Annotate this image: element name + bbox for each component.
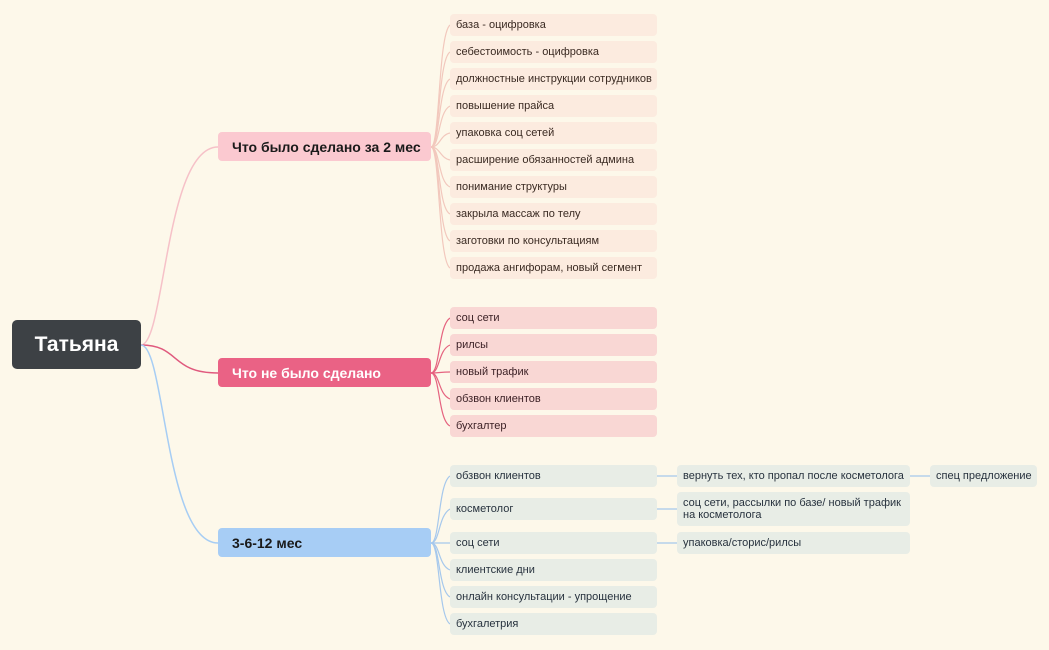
leaf-done-3[interactable]: должностные инструкции сотрудников bbox=[450, 68, 657, 90]
leaf-done-6[interactable]: расширение обязанностей админа bbox=[450, 149, 657, 171]
root-node[interactable]: Татьяна bbox=[12, 320, 141, 369]
detail-cosmetologist-traffic[interactable]: соц сети, рассылки по базе/ новый трафик… bbox=[677, 492, 910, 526]
leaf-done-2[interactable]: себестоимость - оцифровка bbox=[450, 41, 657, 63]
leaf-not-done-5[interactable]: бухгалтер bbox=[450, 415, 657, 437]
connector-root-branch1 bbox=[140, 146, 219, 346]
leaf-not-done-3[interactable]: новый трафик bbox=[450, 361, 657, 383]
leaf-plan-2[interactable]: косметолог bbox=[450, 498, 657, 520]
leaf-plan-1[interactable]: обзвон клиентов bbox=[450, 465, 657, 487]
connector-root-branch2 bbox=[140, 344, 219, 374]
leaf-done-4[interactable]: повышение прайса bbox=[450, 95, 657, 117]
leaf-not-done-4[interactable]: обзвон клиентов bbox=[450, 388, 657, 410]
leaf-not-done-2[interactable]: рилсы bbox=[450, 334, 657, 356]
detail-return-clients[interactable]: вернуть тех, кто пропал после косметолог… bbox=[677, 465, 910, 487]
branch-not-done[interactable]: Что не было сделано bbox=[218, 358, 431, 387]
leaf-done-10[interactable]: продажа ангифорам, новый сегмент bbox=[450, 257, 657, 279]
branch-done-2-months[interactable]: Что было сделано за 2 мес bbox=[218, 132, 431, 161]
leaf-done-9[interactable]: заготовки по консультациям bbox=[450, 230, 657, 252]
leaf-plan-6[interactable]: бухгалетрия bbox=[450, 613, 657, 635]
leaf-done-5[interactable]: упаковка соц сетей bbox=[450, 122, 657, 144]
leaf-plan-4[interactable]: клиентские дни bbox=[450, 559, 657, 581]
leaf-done-1[interactable]: база - оцифровка bbox=[450, 14, 657, 36]
leaf-not-done-1[interactable]: соц сети bbox=[450, 307, 657, 329]
connector-root-branch3 bbox=[140, 344, 219, 544]
leaf-plan-5[interactable]: онлайн консультации - упрощение bbox=[450, 586, 657, 608]
branch-3-6-12-months[interactable]: 3-6-12 мес bbox=[218, 528, 431, 557]
connectors-branch2 bbox=[430, 317, 451, 427]
leaf-done-8[interactable]: закрыла массаж по телу bbox=[450, 203, 657, 225]
leaf-done-7[interactable]: понимание структуры bbox=[450, 176, 657, 198]
detail-special-offer[interactable]: спец предложение bbox=[930, 465, 1037, 487]
leaf-plan-3[interactable]: соц сети bbox=[450, 532, 657, 554]
connectors-branch1 bbox=[430, 24, 451, 269]
detail-social-packaging[interactable]: упаковка/сторис/рилсы bbox=[677, 532, 910, 554]
